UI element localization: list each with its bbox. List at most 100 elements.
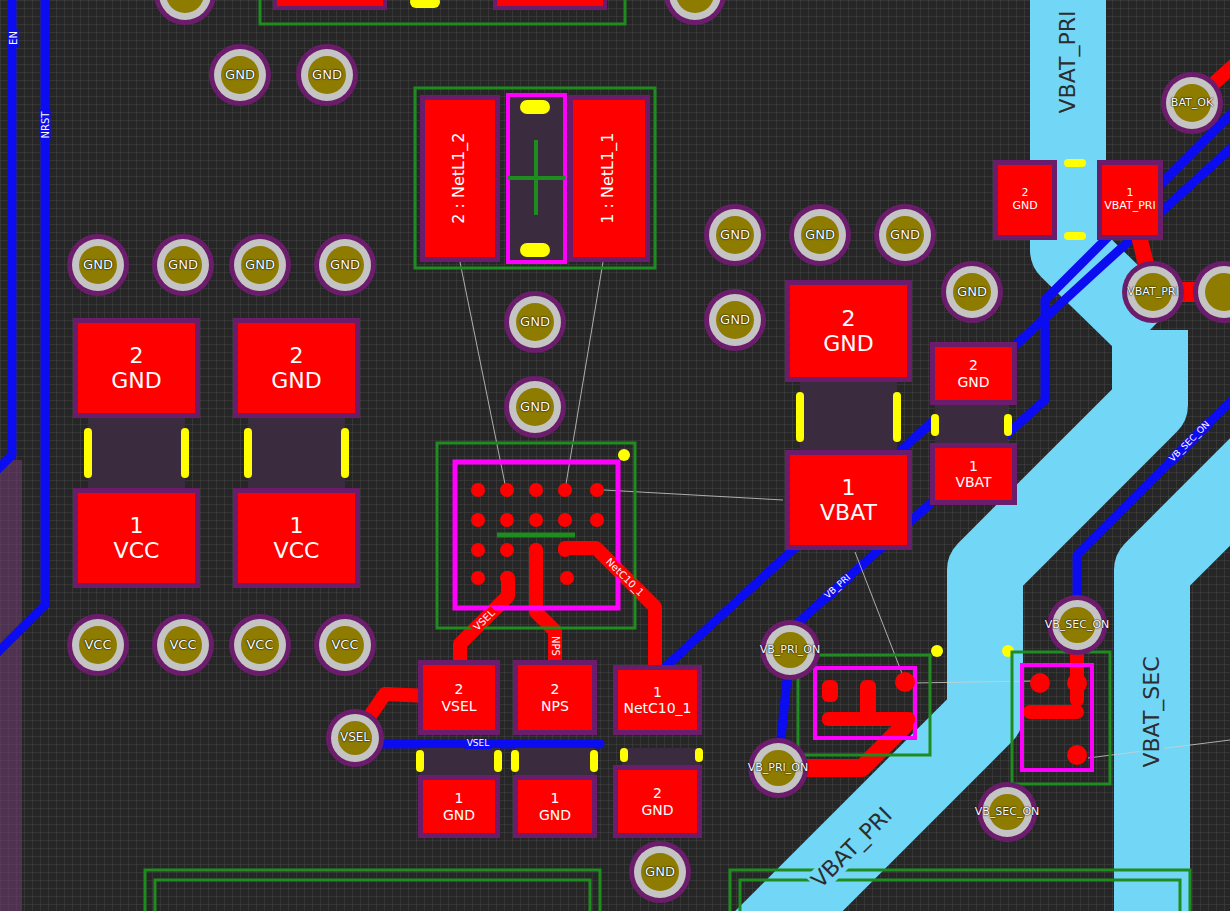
part-outline: [1022, 665, 1092, 770]
bottom-traces: [0, 0, 1230, 744]
ratsnest-line: [855, 552, 903, 676]
via-ring: [789, 204, 851, 266]
pin-number: 1: [290, 513, 304, 538]
net-name: GND: [520, 315, 550, 330]
net-name: BAT_OK: [1171, 97, 1213, 110]
via-pad: GND: [504, 376, 566, 438]
courtyard-outline: [155, 880, 590, 911]
via-ring: [941, 261, 1003, 323]
via-pad: BAT_OK: [1161, 72, 1223, 134]
via-ring: [67, 614, 129, 676]
smd-pad: 1VBAT: [930, 443, 1017, 505]
via-pad: VB_SEC_ON: [971, 782, 1044, 842]
via-ring: [1122, 261, 1184, 323]
via-pad: VCC: [152, 614, 214, 676]
via-ring: [634, 846, 686, 898]
silkscreen-marks: [84, 0, 1086, 772]
pin-number: 1: [130, 513, 144, 538]
pcb-trace: [781, 680, 787, 738]
via-pad: VCC: [67, 614, 129, 676]
via-hole: [79, 626, 117, 664]
ball-pad: [471, 571, 485, 585]
via-ring: [157, 239, 209, 291]
via-ring: [209, 44, 271, 106]
via-hole: [326, 246, 364, 284]
ball-pad: [529, 543, 543, 557]
via-ring: [319, 239, 371, 291]
pin1-dot: [931, 645, 943, 657]
courtyard-outline: [798, 655, 930, 755]
inductor-body: [508, 95, 565, 262]
via-pad: GND: [209, 44, 271, 106]
net-label: EN: [8, 29, 19, 47]
silk-bar: [796, 392, 804, 442]
via-ring: [67, 234, 129, 296]
pin-number: 1: [653, 684, 662, 700]
silk-bar: [590, 750, 598, 772]
via-ring: [301, 49, 353, 101]
net-name: VCC: [331, 638, 358, 653]
ball-pad: [471, 543, 485, 557]
via-ring: [704, 289, 766, 351]
smd-pad: 1VBAT_PRI: [1097, 160, 1162, 240]
via-ring: [1161, 72, 1223, 134]
net-label: VSEL: [465, 739, 492, 749]
via-ring: [874, 204, 936, 266]
via-pad: GND: [704, 204, 766, 266]
via-ring: [159, 0, 211, 20]
smd-pad: 1NetC10_1: [613, 665, 702, 735]
pin-number: 2: [653, 785, 662, 801]
via-hole: [79, 246, 117, 284]
via-pad: VSEL: [326, 709, 384, 767]
net-label: VBAT_SEC: [1140, 654, 1164, 769]
smd-pad: 1GND: [418, 775, 500, 838]
capacitor-body: [800, 382, 897, 450]
net-name: 1 : NetL1_1: [600, 133, 618, 224]
via-pad: VCC: [229, 614, 291, 676]
net-name: GND: [645, 865, 675, 880]
top-traces: [460, 60, 1230, 768]
via-pad: GND: [296, 44, 358, 106]
signal-trace: [380, 740, 600, 749]
net-name: GND: [111, 368, 161, 393]
ratsnest-line: [566, 262, 603, 484]
via-hole: [308, 56, 346, 94]
net-name: VCC: [169, 638, 196, 653]
smd-pad: [1030, 673, 1050, 693]
silk-bar: [416, 750, 424, 772]
silk-bar: [931, 414, 939, 436]
via-ring: [319, 619, 371, 671]
net-label: VBAT_PRI: [806, 802, 899, 895]
pin-number: 2: [455, 681, 464, 697]
via-ring: [229, 234, 291, 296]
via-ring: [509, 381, 561, 433]
ball-pad: [529, 483, 543, 497]
via-ring: [296, 44, 358, 106]
silk-bar: [620, 748, 628, 762]
via-ring: [331, 714, 379, 762]
via-pad: GND: [789, 204, 851, 266]
smd-pad: 2GND: [73, 318, 200, 418]
smd-pad: [895, 672, 915, 692]
ic-outline: [455, 462, 618, 608]
net-name: GND: [1012, 200, 1037, 213]
pin-number: 2: [969, 357, 978, 373]
ball-pad: [558, 543, 572, 557]
via-pad: VB_PRI_ON: [744, 738, 812, 798]
signal-trace: [1030, 705, 1077, 719]
via-pad: VB_PRI_ON: [756, 620, 824, 680]
net-name: GND: [330, 258, 360, 273]
net-name: VCC: [246, 638, 273, 653]
smd-pad: 2GND: [785, 280, 912, 382]
net-label: VBAT_PRI: [1056, 9, 1080, 116]
via-ring: [1193, 261, 1230, 323]
via-hole: [164, 626, 202, 664]
via-ring: [72, 619, 124, 671]
silk-bar: [695, 748, 703, 762]
via-pad: GND: [874, 204, 936, 266]
via-pad: VB_SEC_ON: [1041, 595, 1114, 655]
net-name: VBAT_PRI: [1127, 286, 1178, 299]
smd-pad: 2GND: [613, 765, 702, 838]
via-ring: [879, 209, 931, 261]
silk-bar: [511, 750, 519, 772]
